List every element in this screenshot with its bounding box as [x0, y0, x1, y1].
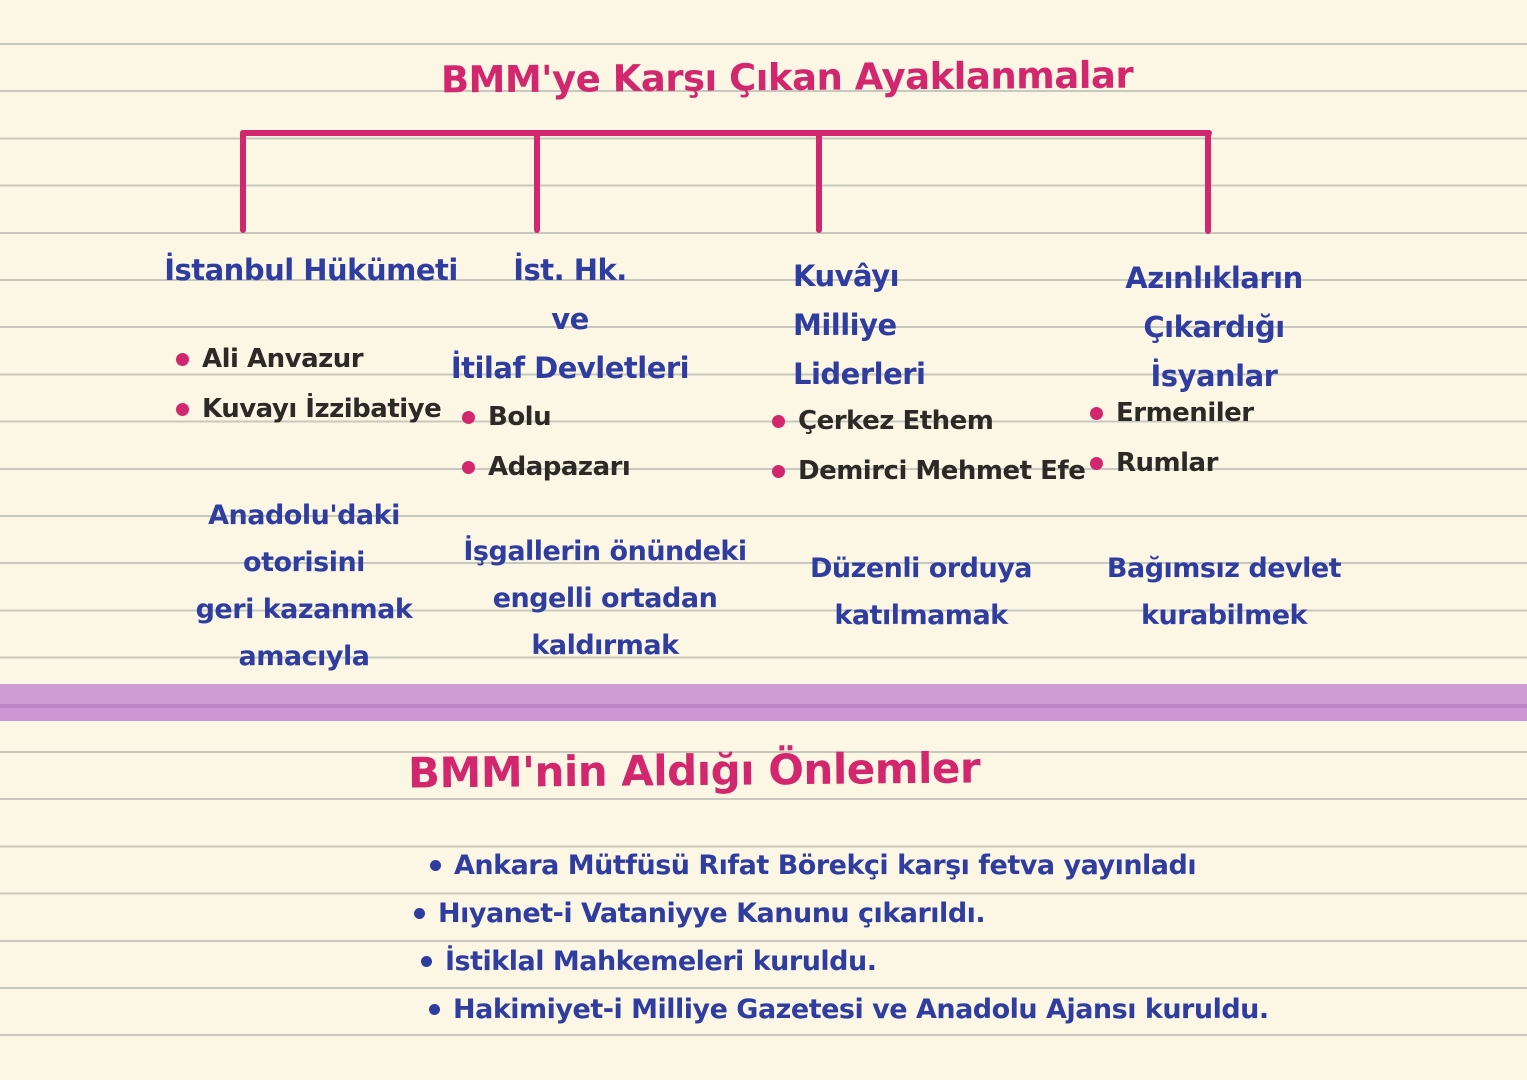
- branch-header-line: Kuvâyı: [793, 259, 900, 293]
- purpose-line: kurabilmek: [1141, 600, 1307, 631]
- branch-header-kuvayi-milliye-liderleri: Kuvâyı Milliye Liderleri: [793, 252, 1023, 399]
- branch-header-line: Çıkardığı: [1143, 310, 1285, 344]
- purpose-line: Anadolu'daki otorisini: [208, 500, 400, 578]
- branch-header-istanbul-hukumeti: İstanbul Hükümeti: [158, 246, 464, 295]
- measures-item: Ankara Mütfüsü Rıfat Börekçi karşı fetva…: [430, 850, 1269, 881]
- measures-title: BMM'nin Aldığı Önlemler: [407, 743, 981, 798]
- list-item: Çerkez Ethem: [772, 406, 1085, 436]
- list-item: Rumlar: [1090, 448, 1254, 478]
- measures-list: Ankara Mütfüsü Rıfat Börekçi karşı fetva…: [412, 850, 1269, 1042]
- connector-drop-4: [1205, 130, 1211, 234]
- branch-purpose-istanbul-hukumeti: Anadolu'daki otorisini geri kazanmak ama…: [146, 492, 462, 680]
- measures-item: İstiklal Mahkemeleri kuruldu.: [421, 946, 1269, 977]
- branch-purpose-azinliklarin-isyanlari: Bağımsız devlet kurabilmek: [1094, 545, 1354, 639]
- branch-header-line: İsyanlar: [1150, 359, 1278, 393]
- branch-header-line: Azınlıkların: [1125, 261, 1303, 295]
- connector-drop-3: [816, 130, 822, 233]
- diagram-title: BMM'ye Karşı Çıkan Ayaklanmalar: [440, 53, 1134, 102]
- branch-purpose-ist-hk-ve-itilaf: İşgallerin önündeki engelli ortadan kald…: [450, 528, 760, 669]
- branch-items-istanbul-hukumeti: Ali Anvazur Kuvayı İzzibatiye: [176, 344, 442, 444]
- branch-items-azinliklarin-isyanlari: Ermeniler Rumlar: [1090, 398, 1254, 498]
- branch-items-ist-hk-ve-itilaf: Bolu Adapazarı: [462, 402, 631, 502]
- list-item: Adapazarı: [462, 452, 631, 482]
- purpose-line: İşgallerin önündeki: [463, 536, 747, 567]
- measures-item: Hıyanet-i Vataniyye Kanunu çıkarıldı.: [414, 898, 1269, 929]
- branch-header-line: Milliye: [793, 308, 897, 342]
- purpose-line: Bağımsız devlet: [1106, 553, 1342, 584]
- branch-header-line: İst. Hk.: [513, 253, 627, 287]
- branch-purpose-kuvayi-milliye-liderleri: Düzenli orduya katılmamak: [788, 545, 1054, 639]
- branch-header-line: Liderleri: [793, 357, 926, 391]
- connector-drop-1: [240, 130, 246, 233]
- list-item: Demirci Mehmet Efe: [772, 456, 1086, 486]
- purpose-line: Düzenli orduya: [809, 553, 1033, 584]
- purpose-line: katılmamak: [834, 600, 1008, 631]
- branch-header-azinliklarin-isyanlari: Azınlıkların Çıkardığı İsyanlar: [1106, 254, 1322, 401]
- measures-item: Hakimiyet-i Milliye Gazetesi ve Anadolu …: [429, 994, 1269, 1025]
- section-divider-band: [0, 684, 1527, 721]
- connector-horizontal-bar: [240, 130, 1212, 136]
- purpose-line: engelli ortadan: [492, 583, 718, 614]
- list-item: Kuvayı İzzibatiye: [176, 394, 442, 424]
- list-item: Bolu: [462, 402, 630, 432]
- connector-drop-2: [534, 130, 540, 233]
- purpose-line: amacıyla: [238, 641, 370, 672]
- branch-header-line: İtilaf Devletleri: [450, 351, 690, 385]
- purpose-line: kaldırmak: [531, 630, 679, 661]
- branch-header-line: İstanbul Hükümeti: [164, 253, 458, 287]
- branch-header-ist-hk-ve-itilaf: İst. Hk. ve İtilaf Devletleri: [448, 246, 692, 393]
- branch-header-line: ve: [551, 302, 589, 336]
- purpose-line: geri kazanmak: [195, 594, 413, 625]
- list-item: Ermeniler: [1090, 398, 1254, 428]
- list-item: Ali Anvazur: [176, 344, 441, 374]
- branch-items-kuvayi-milliye-liderleri: Çerkez Ethem Demirci Mehmet Efe: [772, 406, 1086, 506]
